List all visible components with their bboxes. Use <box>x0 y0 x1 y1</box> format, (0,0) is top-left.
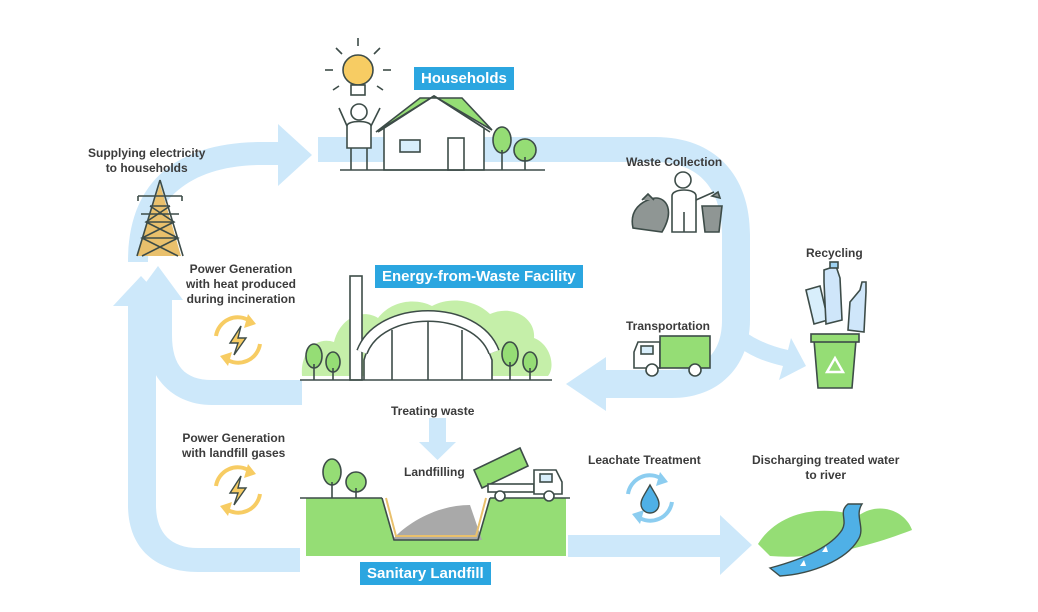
tag-facility: Energy-from-Waste Facility <box>375 265 583 288</box>
arrow-landfill-to-pylon <box>113 276 300 572</box>
river-illustration <box>758 503 912 577</box>
energy-cycle-icon-landfill <box>214 464 262 516</box>
arrow-treating-down <box>419 418 456 460</box>
label-waste-collection: Waste Collection <box>626 155 723 169</box>
tree-icon <box>322 458 367 498</box>
landfill-illustration <box>300 446 570 556</box>
tree-icon <box>492 126 537 170</box>
label-transportation: Transportation <box>626 319 711 333</box>
tag-households: Households <box>414 67 514 90</box>
label-recycling: Recycling <box>806 246 863 260</box>
label-power-incineration: Power Generation with heat produced duri… <box>186 262 297 306</box>
flow-arrows <box>113 124 806 575</box>
label-supplying: Supplying electricity to households <box>88 146 206 175</box>
house-icon <box>375 95 493 171</box>
households-illustration <box>325 38 545 171</box>
tag-landfill: Sanitary Landfill <box>360 562 491 585</box>
label-discharging: Discharging treated water to river <box>752 453 900 482</box>
label-leachate: Leachate Treatment <box>588 453 701 467</box>
dump-truck-icon <box>472 446 563 502</box>
label-landfilling: Landfilling <box>404 465 465 479</box>
arrow-to-recycling <box>722 318 806 380</box>
truck-icon <box>633 335 711 377</box>
label-treating: Treating waste <box>391 404 475 418</box>
waste-collection-illustration <box>631 171 723 233</box>
lightbulb-icon <box>325 38 391 96</box>
recycling-illustration <box>805 261 867 389</box>
arrow-top-band <box>318 137 750 411</box>
energy-cycle-icon <box>214 314 262 366</box>
label-power-landfill: Power Generation with landfill gases <box>182 431 286 460</box>
tree-icon <box>305 341 538 380</box>
person-icon <box>338 103 381 170</box>
facility-illustration <box>300 275 552 381</box>
arrow-pylon-to-households <box>128 124 312 262</box>
power-pylon-icon <box>136 179 184 257</box>
arrow-landfill-to-river <box>568 515 752 575</box>
arrow-facility-to-pylon <box>133 266 302 405</box>
water-cycle-icon <box>626 472 674 524</box>
